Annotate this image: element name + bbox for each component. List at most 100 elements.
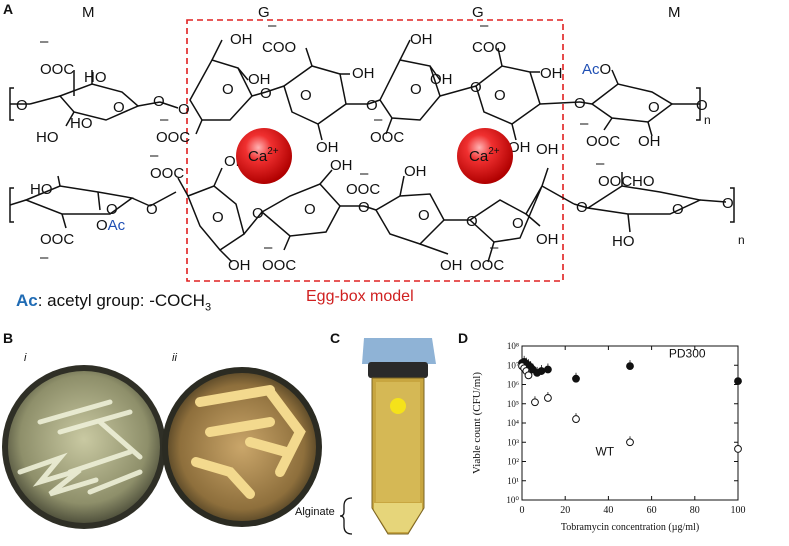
- svg-text:O: O: [358, 199, 370, 216]
- svg-text:O: O: [418, 207, 430, 224]
- annotation-wt: WT: [595, 445, 614, 459]
- svg-text:OH: OH: [536, 231, 559, 248]
- svg-text:n: n: [738, 233, 745, 247]
- acetyl-legend: Ac: acetyl group: -COCH3: [16, 291, 211, 313]
- svg-text:O: O: [260, 85, 272, 102]
- residue-label-m-right: M: [668, 4, 681, 21]
- svg-text:n: n: [704, 113, 711, 127]
- annotation-pd300: PD300: [669, 347, 706, 361]
- svg-text:O: O: [672, 201, 684, 218]
- svg-text:OH: OH: [230, 31, 253, 48]
- svg-text:O: O: [252, 205, 264, 222]
- svg-text:O: O: [494, 87, 506, 104]
- petri-dish-ii: [162, 367, 322, 527]
- svg-text:O: O: [212, 209, 224, 226]
- ring-oxygens: O O O O O O O O O O O O O O O O O O O O …: [16, 79, 734, 232]
- svg-text:O: O: [696, 97, 708, 114]
- svg-text:O: O: [106, 201, 118, 218]
- svg-text:OH: OH: [540, 65, 563, 82]
- residue-label-g-2: G: [472, 4, 484, 21]
- svg-text:–: –: [150, 147, 159, 164]
- svg-text:OOC: OOC: [598, 173, 632, 190]
- y-tick-label: 10⁵: [507, 399, 519, 409]
- svg-text:OH: OH: [508, 139, 531, 156]
- pd300-point: [544, 365, 552, 374]
- svg-text:–: –: [596, 155, 605, 172]
- svg-text:O: O: [113, 99, 125, 116]
- svg-text:–: –: [360, 165, 369, 182]
- svg-text:O: O: [146, 201, 158, 218]
- pd300-point: [734, 377, 742, 386]
- svg-text:O: O: [576, 199, 588, 216]
- top-chain-bonds: [9, 39, 701, 141]
- wt-point: [734, 445, 742, 453]
- svg-text:–: –: [374, 111, 383, 128]
- x-tick-label: 0: [520, 505, 525, 516]
- panel-b-letter: B: [3, 330, 14, 346]
- svg-text:O: O: [153, 93, 165, 110]
- svg-text:OH: OH: [248, 71, 271, 88]
- svg-text:–: –: [160, 111, 169, 128]
- y-tick-label: 10²: [507, 457, 519, 467]
- svg-text:O: O: [222, 81, 234, 98]
- y-tick-label: 10⁶: [507, 380, 519, 390]
- x-tick-label: 20: [560, 505, 570, 516]
- eggbox-caption: Egg-box model: [306, 288, 414, 305]
- acetyl-legend-subscript: 3: [204, 301, 212, 314]
- svg-text:O: O: [366, 97, 378, 114]
- svg-text:OH: OH: [536, 141, 559, 158]
- svg-text:HO: HO: [70, 115, 93, 132]
- y-tick-label: 10¹: [507, 476, 519, 486]
- svg-text:OOC: OOC: [150, 165, 184, 182]
- y-tick-label: 10⁴: [507, 418, 519, 428]
- calcium-ion-right: Ca2+: [457, 128, 513, 184]
- svg-text:–: –: [268, 17, 277, 34]
- svg-text:COO: COO: [472, 39, 506, 56]
- svg-text:HO: HO: [84, 69, 107, 86]
- panel-b-sub-ii: ii: [172, 352, 177, 364]
- svg-text:O: O: [16, 97, 28, 114]
- svg-text:OOC: OOC: [262, 257, 296, 274]
- svg-text:HO: HO: [612, 233, 635, 250]
- svg-text:AcO: AcO: [582, 61, 611, 78]
- panel-b-sub-i: i: [24, 352, 27, 364]
- panel-c-letter: C: [330, 330, 341, 346]
- y-tick-label: 10⁷: [507, 360, 519, 370]
- acetyl-legend-text: : acetyl group: -COCH: [37, 291, 205, 310]
- svg-text:–: –: [490, 239, 499, 256]
- svg-text:–: –: [580, 115, 589, 132]
- pd300-point: [572, 374, 580, 383]
- svg-text:OH: OH: [638, 133, 661, 150]
- svg-text:–: –: [480, 17, 489, 34]
- svg-text:OOC: OOC: [370, 129, 404, 146]
- x-tick-label: 80: [690, 505, 700, 516]
- bottom-chain-groups: HO OOC – OAc – OOC OH OH – OOC OH OOC – …: [30, 141, 745, 274]
- alginate-brace: [339, 497, 353, 535]
- svg-text:O: O: [304, 201, 316, 218]
- panel-d-letter: D: [458, 330, 469, 346]
- panel-a-letter: A: [3, 1, 14, 17]
- svg-text:O: O: [512, 215, 524, 232]
- x-tick-label: 60: [647, 505, 657, 516]
- svg-text:OH: OH: [330, 157, 353, 174]
- svg-text:OH: OH: [228, 257, 251, 274]
- petri-dish-photos: [0, 362, 330, 542]
- alginate-structure: M G G M: [9, 4, 745, 282]
- residue-label-g-1: G: [258, 4, 270, 21]
- svg-text:O: O: [722, 195, 734, 212]
- y-axis-label: Viable count (CFU/ml): [471, 372, 483, 474]
- x-tick-label: 100: [731, 505, 746, 516]
- svg-text:O: O: [178, 101, 190, 118]
- pd300-point: [626, 362, 634, 371]
- svg-text:HO: HO: [36, 129, 59, 146]
- pd300-point: [537, 367, 546, 375]
- svg-text:OH: OH: [316, 139, 339, 156]
- svg-text:OH: OH: [440, 257, 463, 274]
- svg-text:OOC: OOC: [470, 257, 504, 274]
- y-tick-label: 10⁸: [507, 341, 519, 351]
- alginate-annotation: Alginate: [295, 506, 335, 518]
- svg-text:COO: COO: [262, 39, 296, 56]
- alginate-tube-photo: [358, 338, 438, 538]
- svg-text:–: –: [264, 239, 273, 256]
